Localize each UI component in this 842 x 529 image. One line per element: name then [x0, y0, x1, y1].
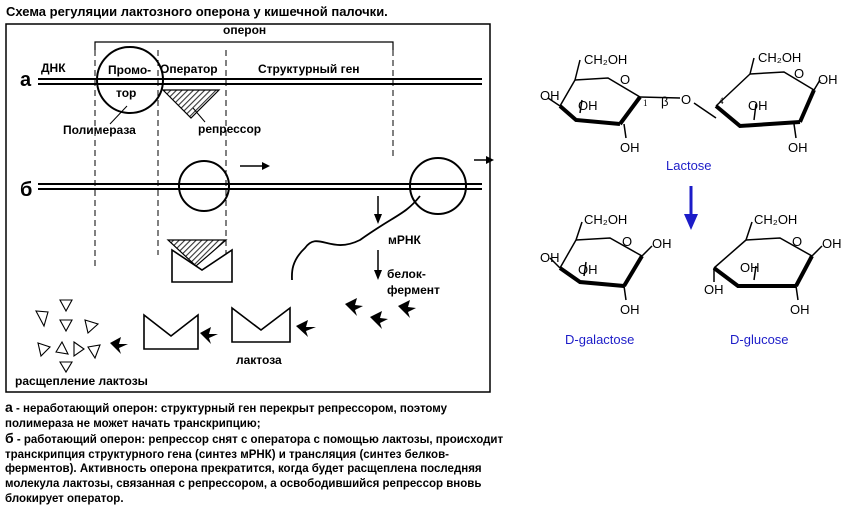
operon-bracket — [94, 41, 394, 50]
hydrolysis-arrow-head — [684, 214, 698, 230]
move-arrowhead-2 — [486, 156, 494, 164]
glucose-name: D-glucose — [730, 332, 789, 347]
lactose-name: Lactose — [666, 158, 712, 173]
galactose-name: D-galactose — [565, 332, 634, 347]
svg-text:1: 1 — [643, 98, 648, 108]
svg-text:OH: OH — [748, 98, 768, 113]
svg-text:CH₂OH: CH₂OH — [754, 212, 797, 227]
caption-a: а - неработающий оперон: структурный ген… — [5, 400, 505, 431]
svg-text:O: O — [681, 92, 691, 107]
dna-label: ДНК — [41, 61, 66, 75]
polymerase-circle-b1 — [178, 160, 230, 212]
diagram-title: Схема регуляции лактозного оперона у киш… — [6, 4, 388, 19]
svg-text:OH: OH — [620, 302, 640, 317]
repressor-pointer — [192, 107, 206, 123]
svg-text:β: β — [661, 94, 668, 109]
svg-text:OH: OH — [704, 282, 724, 297]
svg-text:OH: OH — [740, 260, 760, 275]
polymerase-label: Полимераза — [63, 123, 136, 137]
svg-text:OH: OH — [822, 236, 842, 251]
caption-b: б - работающий оперон: репрессор снят с … — [5, 431, 505, 506]
lactose-structure — [547, 57, 821, 139]
promoter-label-2: тор — [116, 86, 136, 100]
enzyme-label-2: фермент — [387, 283, 440, 297]
diagram-frame — [5, 23, 491, 393]
glucose-structure — [712, 221, 823, 301]
caption-a-text: - неработающий оперон: структурный ген п… — [5, 403, 448, 430]
enzyme-molecules — [110, 298, 416, 354]
mrna-label: мРНК — [388, 233, 422, 247]
structural-gene-label: Структурный ген — [258, 62, 360, 76]
repressor-shape-a — [161, 89, 221, 119]
move-arrowhead-1 — [262, 162, 270, 170]
svg-text:OH: OH — [578, 98, 598, 113]
promoter-label-1: Промо- — [108, 63, 151, 77]
lactose-bound-envelope — [171, 248, 233, 283]
mrna-strand — [291, 195, 421, 281]
galactose-structure — [549, 221, 653, 301]
cleavage-label: расщепление лактозы — [15, 374, 148, 388]
polymerase-pointer — [109, 105, 128, 125]
svg-text:CH₂OH: CH₂OH — [758, 50, 801, 65]
galactose-labels: CH₂OH O OH OH OH OH — [540, 212, 672, 317]
svg-text:O: O — [794, 66, 804, 81]
enzyme-label-1: белок- — [387, 267, 426, 281]
svg-text:O: O — [622, 234, 632, 249]
cleaved-lactose-fragments — [35, 299, 101, 374]
glucose-labels: CH₂OH O OH OH OH OH — [704, 212, 842, 317]
lactose-envelope-1 — [231, 306, 291, 343]
caption-b-text: - работающий оперон: репрессор снят с оп… — [5, 434, 504, 505]
svg-text:OH: OH — [620, 140, 640, 155]
svg-text:OH: OH — [790, 302, 810, 317]
polymerase-circle-b2 — [409, 157, 467, 215]
svg-text:OH: OH — [578, 262, 598, 277]
operator-label: Оператор — [160, 62, 218, 76]
lactose-labels: CH₂OH O OH OH OH 1 β O 4 CH₂OH O OH OH O… — [540, 50, 838, 155]
promoter-label-bg-2 — [112, 87, 148, 99]
promoter-label-bg-1 — [104, 64, 156, 76]
row-b-letter: б — [20, 179, 32, 201]
svg-text:O: O — [792, 234, 802, 249]
mrna-arrowhead — [374, 214, 382, 224]
caption-b-letter: б — [5, 430, 14, 447]
caption: а - неработающий оперон: структурный ген… — [5, 400, 505, 506]
svg-text:OH: OH — [818, 72, 838, 87]
lactose-label: лактоза — [236, 353, 282, 367]
caption-a-letter: а — [5, 399, 13, 415]
svg-text:CH₂OH: CH₂OH — [584, 52, 627, 67]
svg-text:O: O — [620, 72, 630, 87]
repressor-label: репрессор — [198, 122, 261, 136]
lactose-envelope-2 — [143, 313, 199, 350]
svg-text:4: 4 — [719, 96, 724, 106]
row-a-letter: а — [20, 69, 32, 91]
enzyme-arrowhead — [374, 270, 382, 280]
operon-label: оперон — [223, 23, 266, 37]
svg-text:OH: OH — [788, 140, 808, 155]
svg-text:CH₂OH: CH₂OH — [584, 212, 627, 227]
svg-text:OH: OH — [540, 250, 560, 265]
repressor-released — [166, 239, 228, 267]
svg-text:OH: OH — [540, 88, 560, 103]
svg-text:OH: OH — [652, 236, 672, 251]
